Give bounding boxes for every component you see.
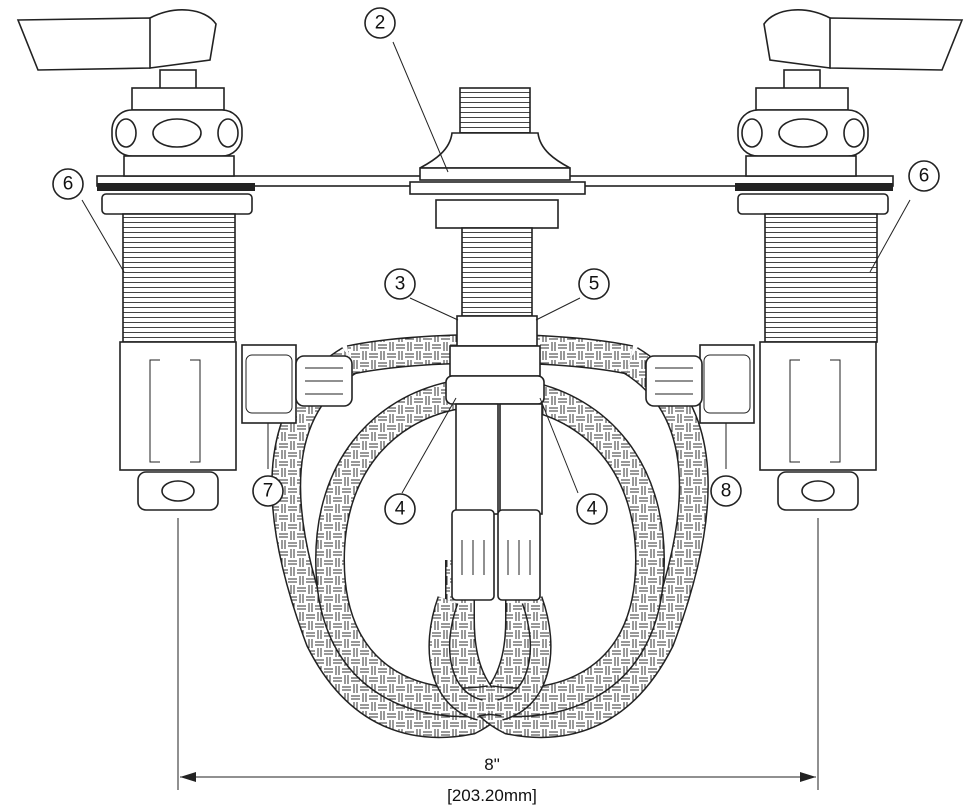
svg-text:5: 5 — [589, 274, 600, 295]
svg-text:7: 7 — [263, 481, 274, 502]
callout-leaders — [81, 41, 911, 494]
svg-text:8: 8 — [721, 481, 732, 502]
spout-base — [409, 87, 586, 601]
callout-6-left: 6 — [52, 168, 84, 200]
callout-8: 8 — [710, 475, 742, 507]
svg-text:3: 3 — [395, 274, 406, 295]
callout-3: 3 — [384, 268, 416, 300]
dimension-mm: [203.20mm] — [447, 786, 537, 805]
callout-4-right: 4 — [576, 493, 608, 525]
left-valve — [16, 9, 253, 511]
callout-5: 5 — [578, 268, 610, 300]
callout-6-right: 6 — [908, 160, 940, 192]
callout-2: 2 — [364, 7, 396, 39]
dimension-inches: 8" — [484, 755, 500, 774]
hose-fittings — [241, 344, 755, 424]
svg-text:4: 4 — [395, 499, 406, 520]
dimension-line — [177, 518, 819, 790]
svg-text:4: 4 — [587, 499, 598, 520]
right-valve — [737, 9, 964, 511]
svg-text:6: 6 — [63, 174, 74, 195]
callout-4-left: 4 — [384, 493, 416, 525]
callout-7: 7 — [252, 475, 284, 507]
svg-text:6: 6 — [919, 166, 930, 187]
svg-text:2: 2 — [375, 13, 386, 34]
